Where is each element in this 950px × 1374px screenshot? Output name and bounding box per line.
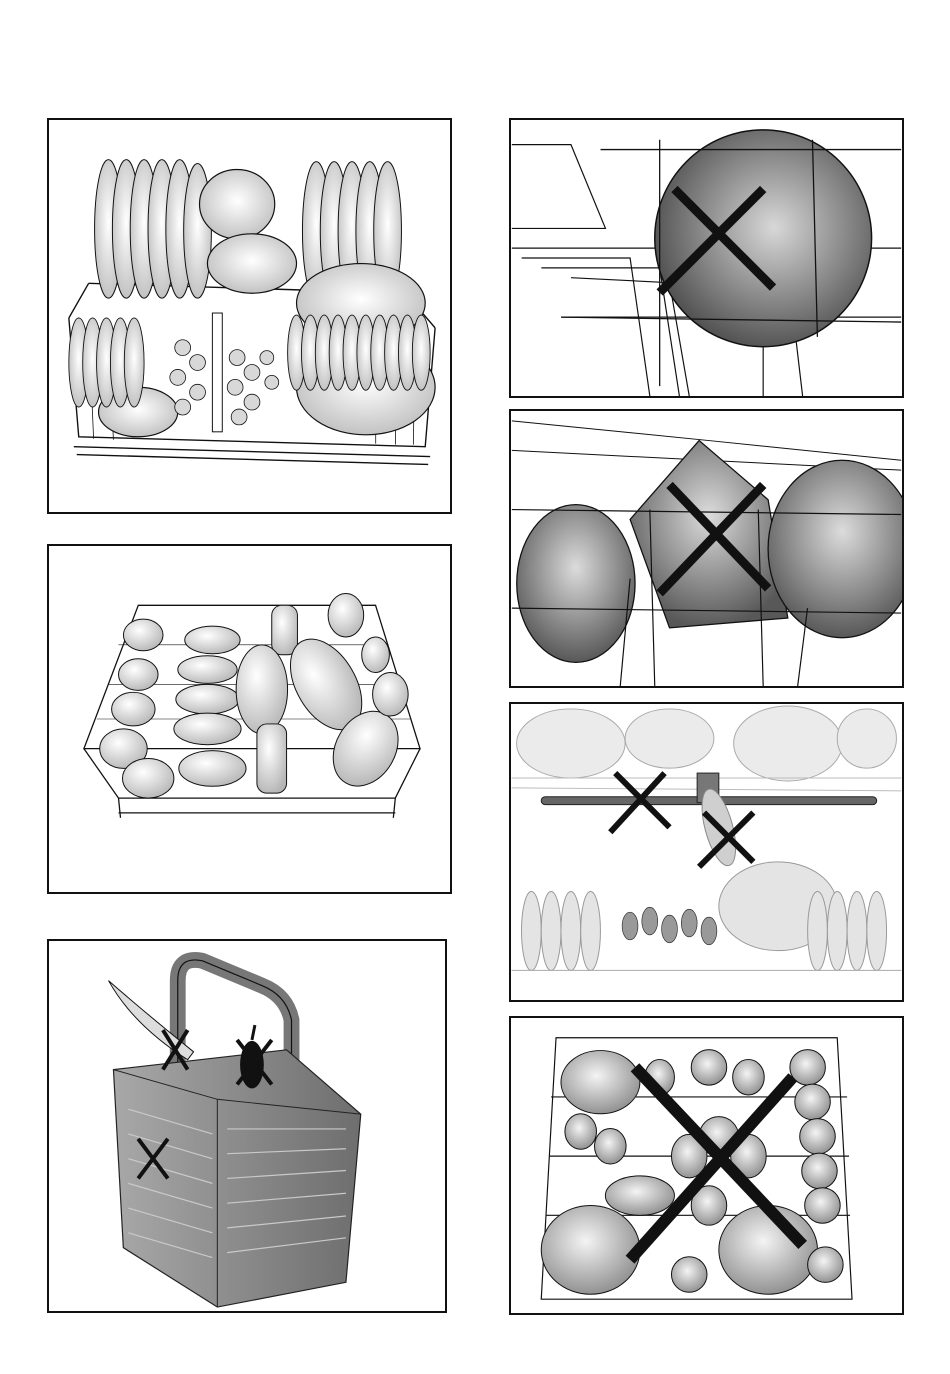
loaded-upper-basket-illustration [49,546,450,892]
panel-upper-basket-correct [47,544,452,894]
loaded-lower-basket-illustration [49,120,450,512]
panel-cutlery-basket-incorrect [47,939,447,1313]
cutlery-basket-illustration [49,941,445,1311]
spray-arm-blocked-illustration [511,704,902,1000]
overloaded-basket-illustration [511,1018,902,1313]
panel-large-plate-blocking [509,118,904,398]
plate-blocking-arm-illustration [511,120,902,396]
bowls-blocking-illustration [511,411,902,686]
panel-basket-overloaded [509,1016,904,1315]
panel-lower-basket-correct [47,118,452,514]
panel-bowls-blocking [509,409,904,688]
panel-spray-arm-blocked [509,702,904,1002]
